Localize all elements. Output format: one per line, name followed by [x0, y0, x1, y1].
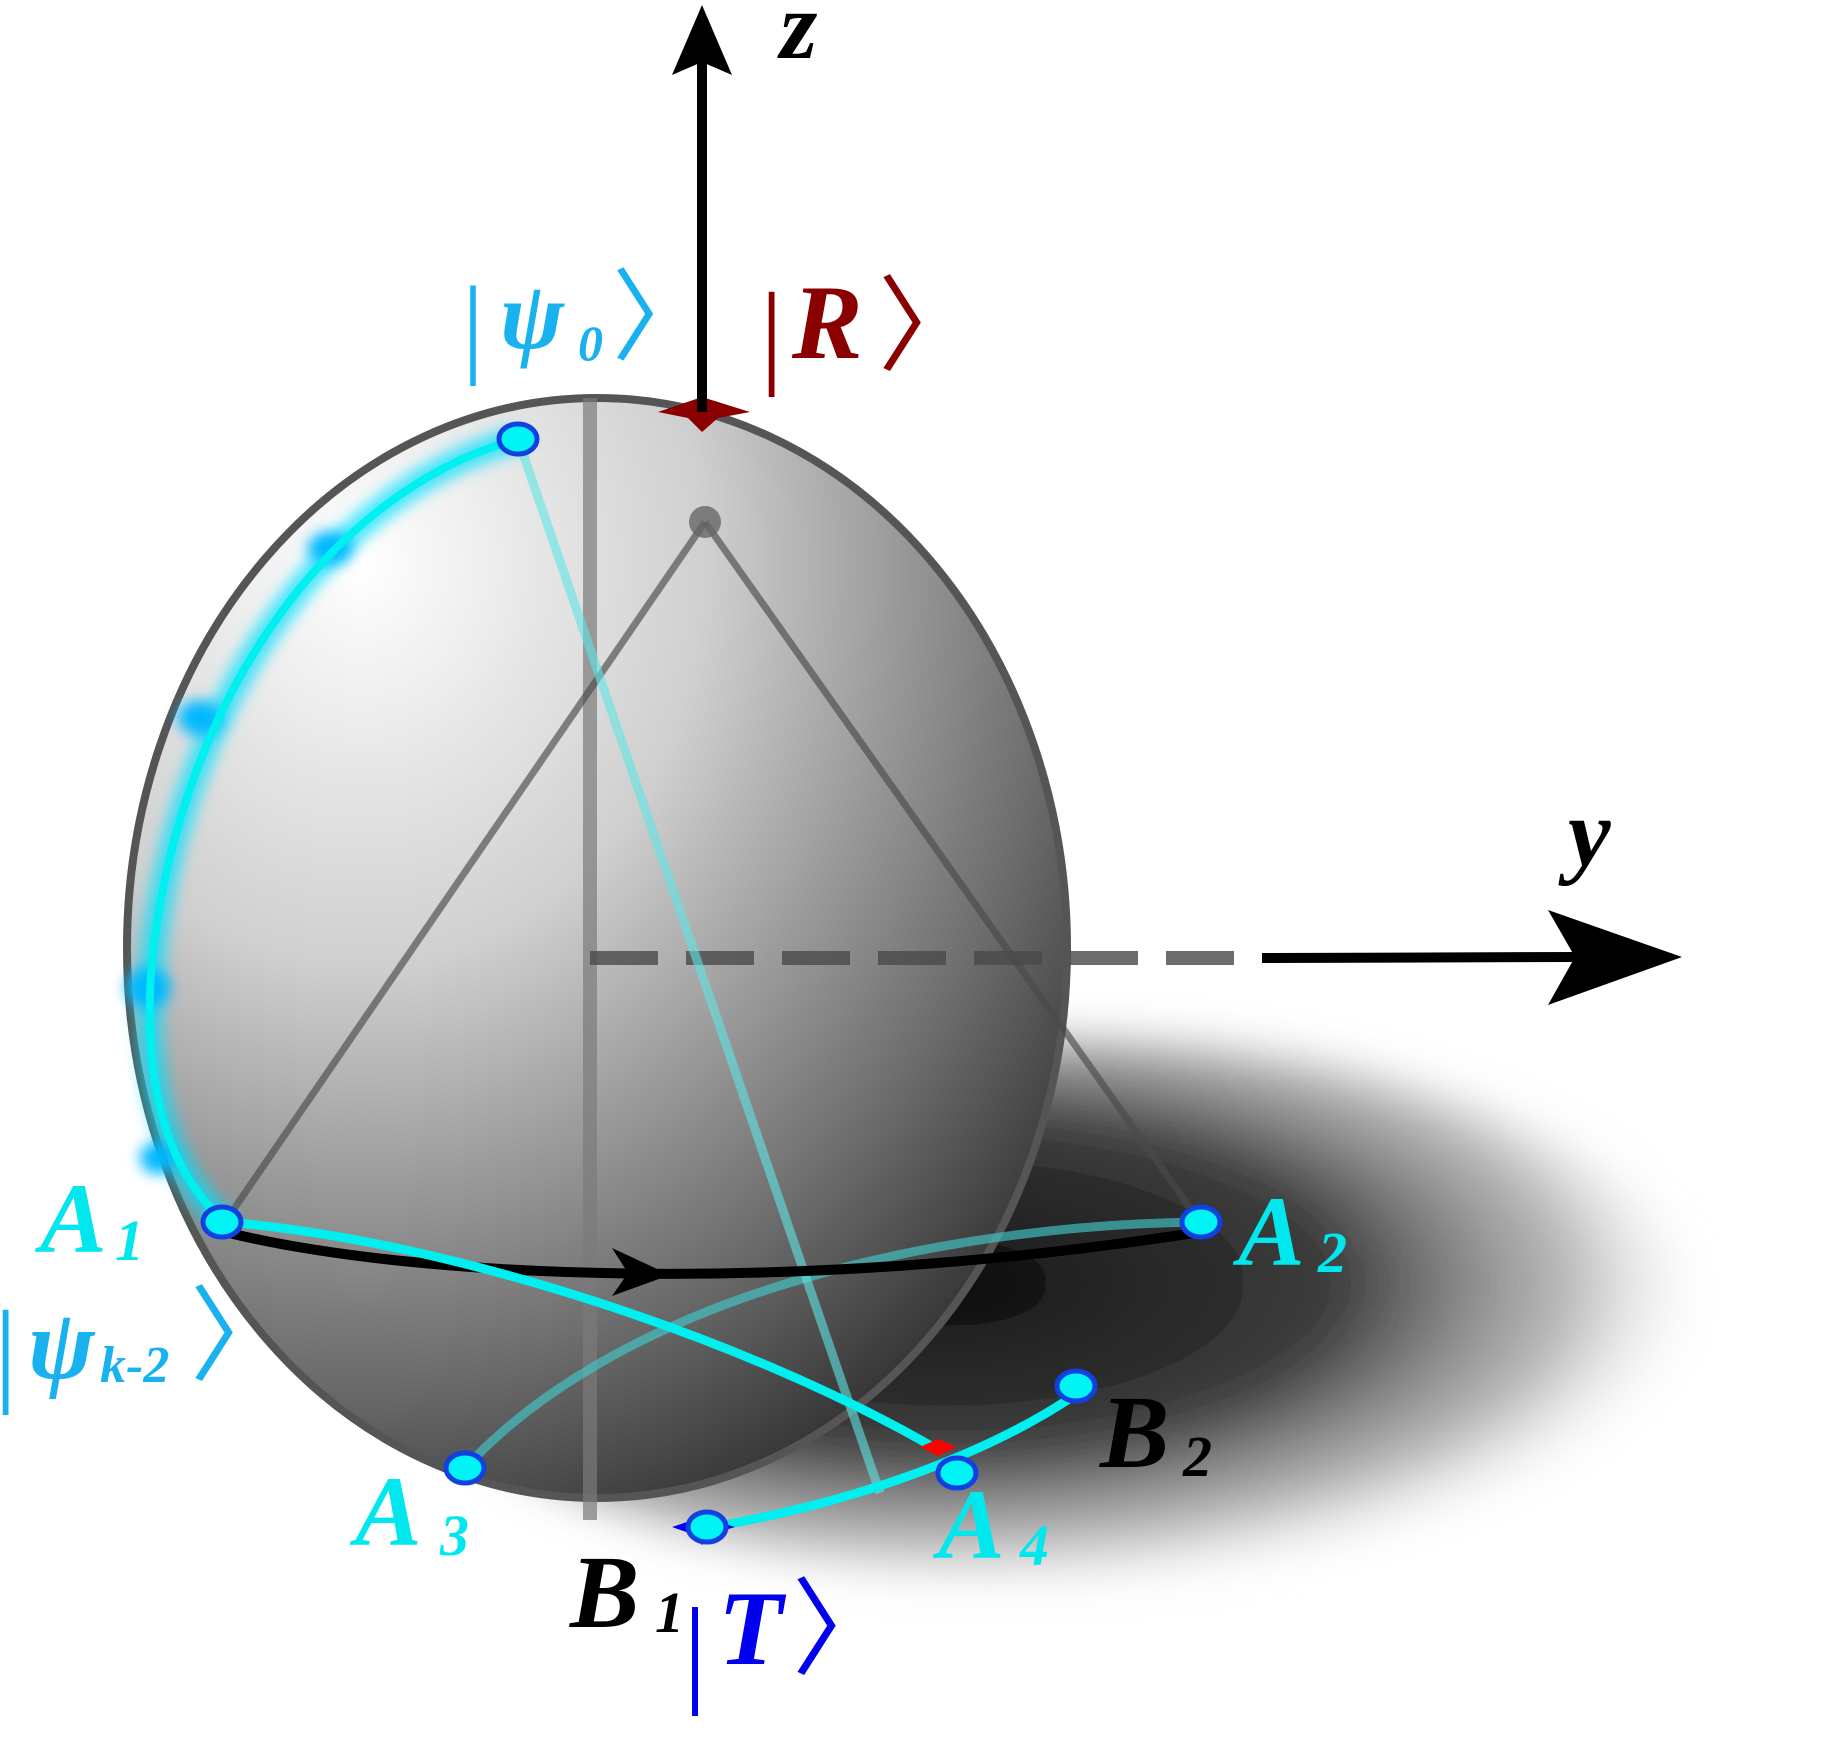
svg-text:k-2: k-2 — [100, 1337, 169, 1394]
ket-psi0-label: | ψ 0 〉 — [462, 262, 712, 386]
svg-text:ψ: ψ — [500, 262, 565, 369]
arc-a2-a3-back — [461, 1217, 1201, 1472]
y-axis — [1261, 952, 1581, 963]
north-pole-marker — [658, 397, 750, 432]
ket-psik2-label: | ψ k-2 〉 — [0, 1280, 294, 1416]
point-a4 — [935, 1455, 979, 1491]
svg-text:B: B — [569, 1535, 639, 1650]
svg-text:T: T — [718, 1570, 787, 1687]
y-axis-arrowhead — [1548, 910, 1682, 1005]
svg-text:〉: 〉 — [190, 1280, 294, 1395]
svg-text:0: 0 — [578, 315, 603, 371]
svg-text:|: | — [462, 264, 484, 386]
svg-text:〉: 〉 — [792, 1572, 898, 1689]
sphere-center-top-vertex — [689, 506, 721, 538]
svg-text:1: 1 — [115, 1208, 144, 1273]
z-axis-arrowhead — [672, 5, 732, 75]
point-a4-label: A 4 — [932, 1469, 1049, 1580]
point-b2-label: B 2 — [1099, 1375, 1212, 1490]
point-b1 — [685, 1509, 729, 1545]
svg-text:A: A — [932, 1469, 1005, 1580]
svg-text:B: B — [1099, 1375, 1169, 1490]
point-psi0 — [496, 421, 540, 457]
geodesic-psi0-back — [513, 437, 885, 1495]
point-a3-label: A 3 — [349, 1456, 469, 1568]
point-a2-label: A 2 — [1232, 1176, 1347, 1287]
svg-text:1: 1 — [655, 1580, 684, 1645]
arc-a1-a4 — [224, 1217, 941, 1454]
arc-b1-b2 — [711, 1389, 1081, 1532]
intersection-marker — [920, 1439, 956, 1456]
trajectory-psi0-to-a1 — [145, 435, 520, 1226]
svg-text:ψ: ψ — [28, 1289, 96, 1400]
point-b1-label: B 1 — [569, 1535, 684, 1650]
point-a1-label: A 1 — [34, 1163, 144, 1274]
svg-text:4: 4 — [1019, 1513, 1049, 1578]
svg-text:R: R — [791, 264, 863, 381]
point-markers — [200, 421, 1223, 1545]
svg-text:|: | — [760, 270, 783, 398]
point-a1 — [200, 1204, 244, 1240]
ket-r-label: | R 〉 — [760, 264, 982, 398]
point-a2 — [1179, 1204, 1223, 1240]
svg-text:2: 2 — [1317, 1220, 1347, 1285]
svg-text:〉: 〉 — [612, 263, 712, 374]
tetrahedron-edges — [222, 519, 1203, 1225]
svg-text:2: 2 — [1182, 1424, 1212, 1489]
point-a3 — [443, 1450, 487, 1486]
svg-text:A: A — [1232, 1176, 1305, 1287]
svg-text:A: A — [349, 1456, 422, 1567]
svg-text:〉: 〉 — [878, 270, 982, 385]
svg-text:3: 3 — [439, 1503, 469, 1568]
ket-t-label: | T 〉 — [683, 1570, 898, 1716]
svg-text:|: | — [683, 1583, 707, 1716]
z-axis-label: z — [777, 0, 817, 79]
y-axis-label: y — [1558, 779, 1611, 886]
svg-text:|: | — [0, 1288, 17, 1416]
arc-a1-a2-arrowhead — [612, 1248, 670, 1296]
point-b2 — [1054, 1368, 1098, 1404]
svg-text:A: A — [34, 1163, 107, 1274]
